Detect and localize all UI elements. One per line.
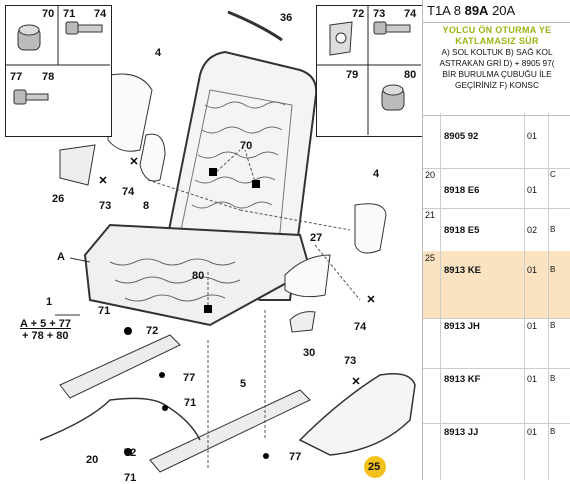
row-extra: B	[550, 265, 556, 274]
nut-icon	[17, 24, 41, 51]
callout-71-lower: 71	[184, 397, 197, 409]
callout-8: 8	[143, 200, 150, 212]
parts-catalog-panel: T1A 8 89A 20A YOLCU ÖN OTURMA YE KATLAMA…	[422, 0, 570, 480]
clip-icon	[329, 21, 353, 56]
callout-circle-25	[364, 456, 386, 478]
callout-36: 36	[280, 12, 293, 24]
row-reference: 8913 KE	[444, 265, 481, 276]
callout-30: 30	[303, 347, 316, 359]
slide-rail-left	[59, 334, 181, 399]
seat-drawing	[39, 10, 416, 478]
screw-icon	[65, 21, 103, 35]
row-quantity: 01	[527, 265, 538, 275]
assembly-formula-line2: + 78 + 80	[22, 330, 69, 342]
row-extra: C	[550, 170, 556, 179]
catalog-description: YOLCU ÖN OTURMA YE KATLAMASIZ SÜR A) SOL…	[423, 23, 570, 116]
row-extra: B	[550, 374, 556, 383]
description-line-4: GEÇİRİNİZ F) KONSC	[455, 80, 539, 90]
row-reference: 8913 JJ	[444, 427, 479, 438]
description-line-3: BİR BURULMA ÇUBUĞU İLE	[442, 69, 552, 79]
assembly-formula-line1: A + 5 + 77	[20, 318, 71, 330]
callout-74-right-lower: 74	[354, 321, 367, 333]
catalog-row[interactable]: 8913 JH 01 B	[423, 318, 570, 369]
row-quantity: 01	[527, 374, 538, 384]
row-quantity: 01	[527, 131, 538, 141]
row-reference: 8905 92	[444, 131, 479, 142]
header-suffix: 20A	[492, 3, 516, 18]
header-bold: 89A	[464, 3, 489, 18]
row-quantity: 01	[527, 321, 538, 331]
exploded-parts-diagram: 70 71 74 36 72 73 74 77 78 79 80 4 70 26…	[5, 5, 423, 484]
callout-77: 77	[10, 71, 23, 83]
callout-77-lower: 77	[289, 451, 302, 463]
catalog-row[interactable]: 21 8918 E5 02 B	[423, 208, 570, 252]
callout-80: 80	[404, 69, 417, 81]
callout-70-center: 70	[240, 140, 253, 152]
callout-73: 73	[373, 8, 386, 20]
headrest-bar	[227, 10, 283, 42]
callout-74-right: 74	[404, 8, 417, 20]
callout-72-rail: 72	[146, 325, 159, 337]
callout-71-bottom: 71	[124, 472, 137, 484]
row-reference: 8913 JH	[444, 321, 480, 332]
callout-73-lower: 73	[344, 355, 357, 367]
row-index: 21	[425, 210, 436, 220]
callout-1: 1	[46, 296, 53, 308]
callout-72: 72	[352, 8, 365, 20]
row-quantity: 01	[527, 427, 538, 437]
row-index: 20	[425, 170, 436, 180]
fastener-icons	[5, 5, 421, 135]
bolt-icon	[13, 89, 49, 105]
catalog-row[interactable]: 8913 JJ 01 B	[423, 423, 570, 480]
row-quantity: 02	[527, 225, 538, 235]
callout-72-lower: 72	[124, 447, 137, 459]
callout-4-right: 4	[373, 168, 380, 180]
callout-73-left: 73	[99, 200, 112, 212]
callout-5: 5	[240, 378, 247, 390]
row-quantity: 01	[527, 185, 538, 195]
catalog-row[interactable]: 8913 KF 01 B	[423, 368, 570, 424]
catalog-row[interactable]: 20 8918 E6 01 C	[423, 168, 570, 209]
row-reference: 8913 KF	[444, 374, 481, 385]
row-extra: B	[550, 321, 556, 330]
header-prefix: T1A 8	[427, 3, 461, 18]
description-title-1: YOLCU ÖN OTURMA YE	[442, 25, 552, 35]
callout-74: 74	[94, 8, 107, 20]
row-index: 25	[425, 253, 436, 263]
callout-80-center: 80	[192, 270, 205, 282]
callout-4-left: 4	[155, 47, 162, 59]
row-extra: B	[550, 225, 556, 234]
callout-25[interactable]: 25	[368, 461, 381, 473]
callout-71-rail: 71	[98, 305, 111, 317]
catalog-row-selected[interactable]: 25 8913 KE 01 B	[423, 251, 570, 319]
callout-A: A	[57, 251, 65, 263]
callout-27: 27	[310, 232, 323, 244]
nut-icon-80	[381, 84, 405, 111]
description-line-1: A) SOL KOLTUK B) SAĞ KOL	[441, 47, 553, 57]
trim-cover	[298, 373, 416, 456]
catalog-row[interactable]: 8905 92 01	[423, 113, 570, 169]
callout-20: 20	[86, 454, 99, 466]
row-reference: 8918 E5	[444, 225, 480, 236]
callout-79: 79	[346, 69, 359, 81]
catalog-header: T1A 8 89A 20A	[423, 0, 570, 23]
row-extra: B	[550, 427, 556, 436]
description-title-2: KATLAMASIZ SÜR	[455, 36, 539, 46]
callout-70: 70	[42, 8, 55, 20]
callout-71: 71	[63, 8, 76, 20]
callout-78: 78	[42, 71, 55, 83]
row-reference: 8918 E6	[444, 185, 480, 196]
description-line-2: ASTRAKAN GRİ D) + 8905 97(	[439, 58, 555, 68]
callout-74-left: 74	[122, 186, 135, 198]
slide-rail-right	[149, 389, 311, 473]
callout-26: 26	[52, 193, 65, 205]
screw-icon-73	[373, 21, 411, 35]
callout-77-rail: 77	[183, 372, 196, 384]
